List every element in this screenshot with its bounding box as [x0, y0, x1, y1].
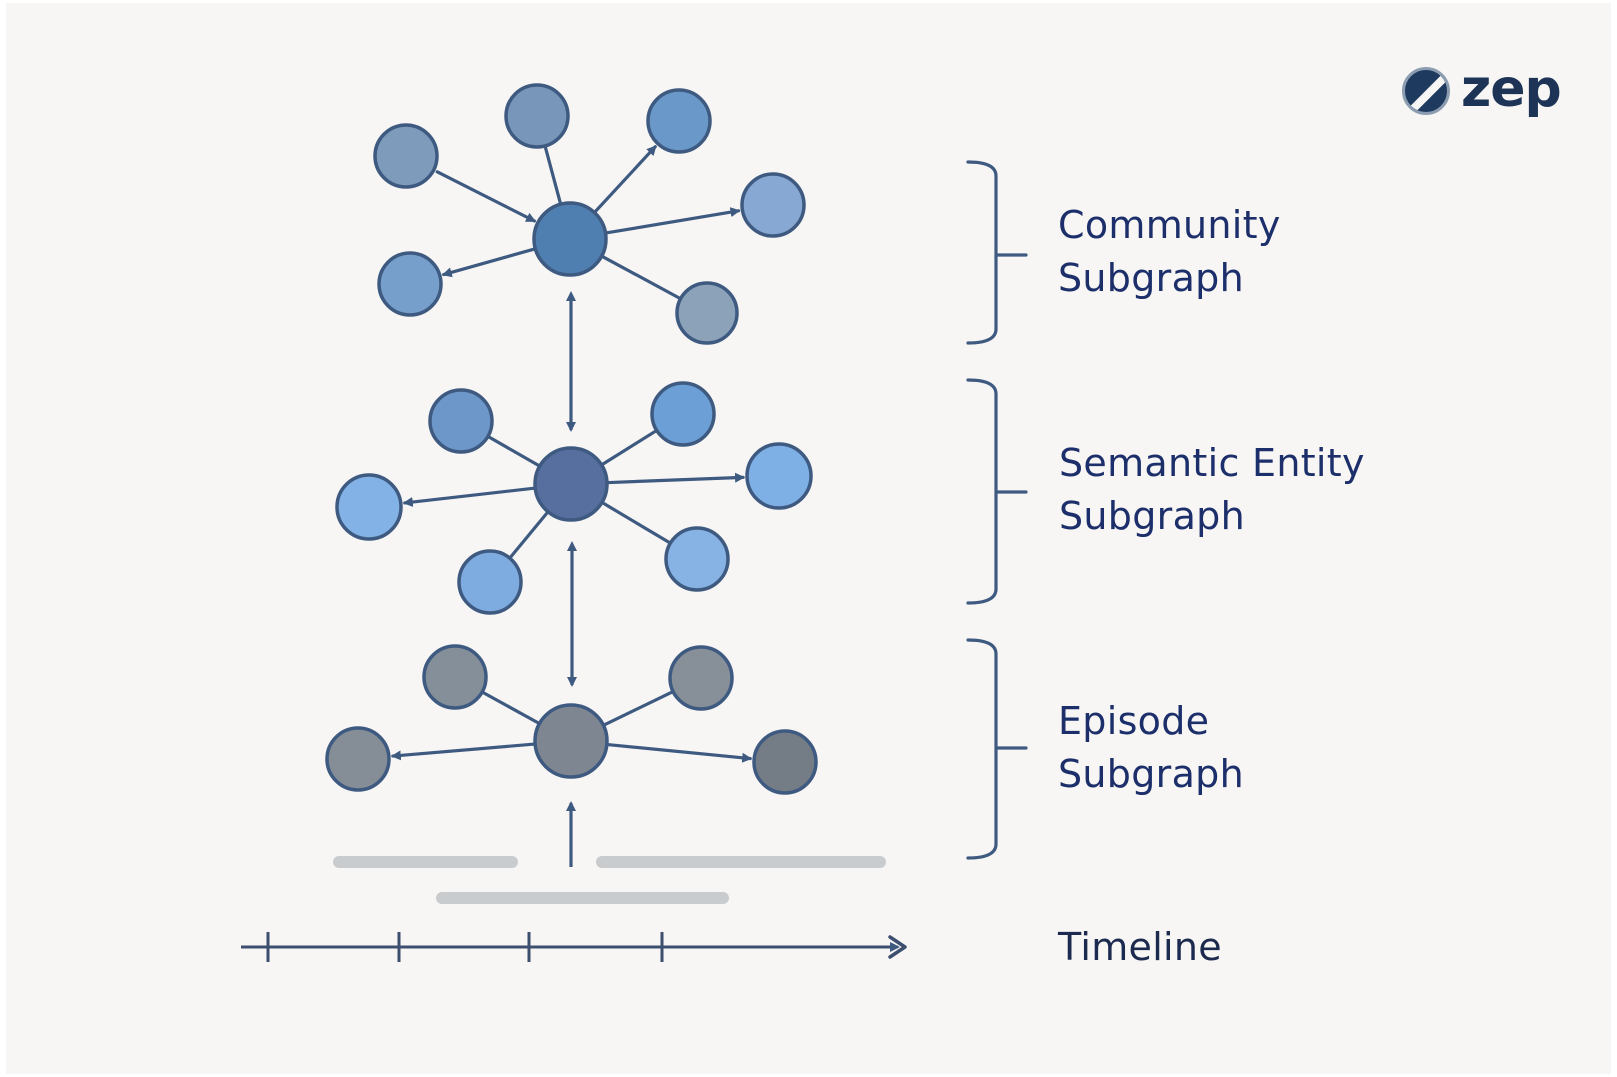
semantic-node [650, 381, 716, 447]
episode-node [752, 729, 818, 795]
episode-edge [603, 689, 675, 727]
semantic-node [664, 526, 730, 592]
community-edge [605, 207, 741, 235]
semantic-edge [486, 434, 540, 467]
community-node [646, 88, 712, 154]
episode-node [668, 645, 734, 711]
semantic-node [745, 442, 813, 510]
timeline-label: Timeline [1058, 925, 1222, 969]
community-node [675, 281, 739, 345]
episode-node [422, 644, 488, 710]
community-edge [441, 247, 536, 278]
community-hub-node [532, 201, 608, 277]
community-bracket [966, 160, 1028, 345]
community-node [377, 251, 443, 317]
semantic-node [428, 388, 494, 454]
semantic-edge [601, 428, 659, 466]
semantic-node [335, 473, 403, 541]
zep-logo-text: zep [1461, 59, 1562, 119]
episode-edge [390, 742, 535, 761]
semantic-edge [402, 486, 535, 507]
semantic-label-line-2: Subgraph [1059, 494, 1245, 538]
community-edge [594, 145, 657, 213]
episode-node [325, 726, 391, 792]
semantic-label-line-1: Semantic Entity [1059, 441, 1365, 485]
community-label-line-2: Subgraph [1058, 256, 1244, 300]
episode-hub-node [533, 703, 609, 779]
semantic-hub-node [533, 446, 609, 522]
episode-bracket [966, 638, 1028, 860]
community-edge [601, 255, 683, 301]
community-edge [435, 170, 537, 223]
zep-logo-mark-icon [1402, 67, 1450, 115]
subgraph-diagram [241, 83, 1028, 962]
episode-label-line-1: Episode [1058, 699, 1210, 743]
episode-label-line-2: Subgraph [1058, 752, 1244, 796]
episode-edge [607, 743, 753, 763]
community-node [740, 172, 806, 238]
semantic-edge [607, 472, 746, 485]
community-node [373, 123, 439, 189]
semantic-entity-subgraph-label: Semantic Entity Subgraph [1059, 437, 1365, 543]
semantic-bracket [966, 378, 1028, 605]
timeline-arrow-icon [888, 935, 907, 959]
community-node [504, 83, 570, 149]
semantic-node [457, 549, 523, 615]
episode-subgraph-label: Episode Subgraph [1058, 695, 1244, 801]
episode-edge [480, 690, 540, 725]
semantic-edge [508, 511, 549, 560]
community-edge [543, 144, 562, 204]
community-subgraph-label: Community Subgraph [1058, 199, 1281, 305]
community-label-line-1: Community [1058, 203, 1281, 247]
diagram-canvas: zep Community Subgraph Semantic Entity S… [6, 3, 1611, 1074]
semantic-edge [602, 501, 672, 545]
